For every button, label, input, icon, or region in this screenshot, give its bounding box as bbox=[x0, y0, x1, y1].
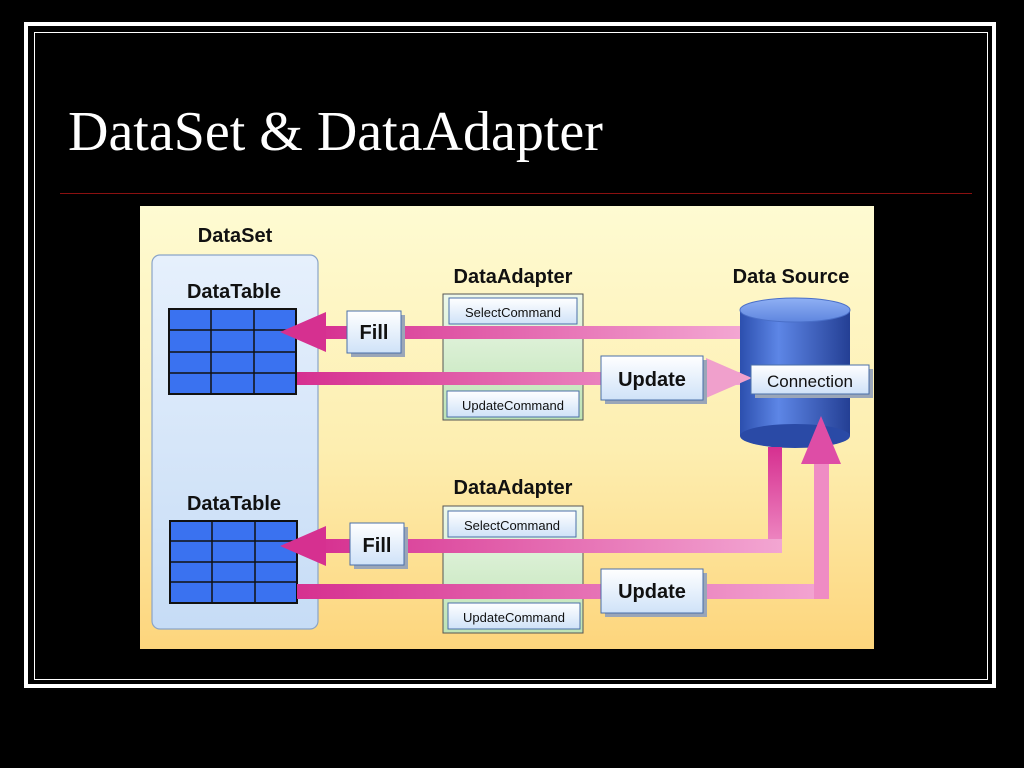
connection-label: Connection bbox=[767, 372, 853, 391]
select-command-label-2: SelectCommand bbox=[464, 518, 560, 533]
fill-label-box-1: Fill bbox=[346, 310, 405, 357]
update-command-box-2: UpdateCommand bbox=[447, 602, 581, 630]
update-label-1: Update bbox=[618, 369, 686, 391]
dataadapter-label-1: DataAdapter bbox=[454, 266, 573, 288]
datatable-grid-1 bbox=[168, 308, 297, 395]
fill-label-1: Fill bbox=[360, 322, 389, 344]
fill-arrow-2 bbox=[280, 447, 782, 566]
slide-inner-frame bbox=[34, 32, 988, 680]
select-command-label-1: SelectCommand bbox=[465, 305, 561, 320]
fill-label-2: Fill bbox=[363, 535, 392, 557]
dataadapter-label-2: DataAdapter bbox=[454, 477, 573, 499]
update-command-label-2: UpdateCommand bbox=[463, 610, 565, 625]
fill-label-box-2: Fill bbox=[349, 522, 408, 569]
fill-arrow-1 bbox=[280, 312, 740, 352]
dataset-label: DataSet bbox=[198, 225, 273, 247]
update-label-box-2: Update bbox=[600, 568, 707, 617]
datatable-grid-2 bbox=[169, 520, 298, 604]
connection-box: Connection bbox=[750, 364, 873, 398]
update-command-box-1: UpdateCommand bbox=[446, 390, 580, 418]
title-underline bbox=[60, 193, 972, 194]
update-label-2: Update bbox=[618, 581, 686, 603]
update-label-box-1: Update bbox=[600, 355, 707, 404]
update-command-label-1: UpdateCommand bbox=[462, 398, 564, 413]
dataset-dataadapter-diagram: DataSet DataTable DataTable DataAdapter … bbox=[140, 206, 874, 649]
slide-title: DataSet & DataAdapter bbox=[68, 101, 603, 163]
select-command-box-2: SelectCommand bbox=[447, 510, 577, 538]
datatable-label-1: DataTable bbox=[187, 281, 281, 303]
select-command-box-1: SelectCommand bbox=[448, 297, 578, 325]
slide-outer-frame bbox=[24, 22, 996, 688]
datatable-label-2: DataTable bbox=[187, 493, 281, 515]
data-source-label: Data Source bbox=[733, 266, 850, 288]
